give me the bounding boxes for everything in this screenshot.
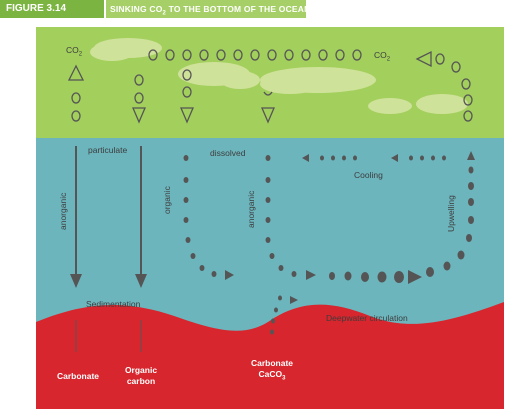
organic-dot-arrowhead xyxy=(225,270,234,280)
caco3-main: CaCO xyxy=(258,369,283,379)
sedimentation-arrows xyxy=(75,146,142,276)
seabed-branch-dots xyxy=(270,295,282,335)
organic-carbon-label: Organic carbon xyxy=(111,365,171,387)
figure-title-rest: TO THE BOTTOM OF THE OCEAN xyxy=(166,4,311,14)
anorganic-dot-arrowhead xyxy=(306,270,316,280)
organic-carbon-line2: carbon xyxy=(126,376,156,386)
cooling-arrowhead xyxy=(391,154,398,162)
co2-left-label: CO2 xyxy=(66,45,82,58)
anorganic-arrowhead xyxy=(70,274,82,288)
co2-left-label-sub: 2 xyxy=(78,51,83,58)
figure-title-main: SINKING CO xyxy=(110,4,163,14)
organic-carbon-line1: Organic xyxy=(124,365,158,375)
co2-right-label: CO2 xyxy=(374,50,390,63)
figure-header: FIGURE 3.14 SINKING CO2 TO THE BOTTOM OF… xyxy=(0,0,516,18)
figure-number: FIGURE 3.14 xyxy=(0,0,104,18)
sedimentation-label: Sedimentation xyxy=(86,299,141,309)
clouds xyxy=(90,38,468,114)
down-triangle xyxy=(261,107,275,124)
cooling-dots xyxy=(320,155,446,161)
organic-arrowhead xyxy=(135,274,147,288)
caco3-sub: 3 xyxy=(282,375,286,382)
cloud xyxy=(368,98,412,114)
down-triangle xyxy=(132,107,146,124)
cloud xyxy=(260,74,320,94)
carbonate-caco3-line1: Carbonate xyxy=(250,358,294,368)
particulate-label: particulate xyxy=(88,145,128,155)
seabed xyxy=(36,302,504,409)
small-cup xyxy=(263,91,273,96)
upwelling-dots xyxy=(426,166,474,277)
upwelling-label: Upwelling xyxy=(446,195,456,232)
figure-title: SINKING CO2 TO THE BOTTOM OF THE OCEAN xyxy=(106,0,310,18)
deepwater-dots xyxy=(329,271,404,283)
cloud xyxy=(220,71,260,89)
upwelling-arrowhead xyxy=(467,151,475,160)
up-triangle xyxy=(67,64,85,81)
carbonate-caco3-label: Carbonate CaCO3 xyxy=(240,358,304,385)
sky-triangles xyxy=(67,50,432,124)
sediment-markers xyxy=(75,320,142,352)
figure-title-subscript: 2 xyxy=(162,10,167,17)
dissolved-anorganic-dots xyxy=(265,155,297,277)
cooling-arrowhead xyxy=(302,154,309,162)
co2-left-label-main: CO xyxy=(66,45,79,55)
dissolved-label: dissolved xyxy=(210,148,246,158)
deepwater-arrowhead xyxy=(408,270,422,284)
anorganic-left-label: anorganic xyxy=(58,192,68,230)
arrowheads xyxy=(70,151,475,304)
carbonate-label: Carbonate xyxy=(56,371,100,381)
dissolved-organic-dots xyxy=(183,155,217,277)
cooling-label: Cooling xyxy=(354,170,383,180)
dissolved-branch-arrowhead xyxy=(290,296,298,304)
co2-right-label-sub: 2 xyxy=(386,56,391,63)
organic-label: organic xyxy=(162,186,172,214)
co2-right-label-main: CO xyxy=(374,50,387,60)
cloud xyxy=(416,94,468,114)
carbonate-caco3-line2: CaCO3 xyxy=(240,369,304,385)
left-triangle xyxy=(415,50,432,68)
cloud xyxy=(90,43,134,61)
down-triangle xyxy=(180,107,194,124)
sky-circle-row xyxy=(71,49,473,122)
deepwater-label: Deepwater circulation xyxy=(326,313,408,323)
anorganic-mid-label: anorganic xyxy=(246,190,256,228)
